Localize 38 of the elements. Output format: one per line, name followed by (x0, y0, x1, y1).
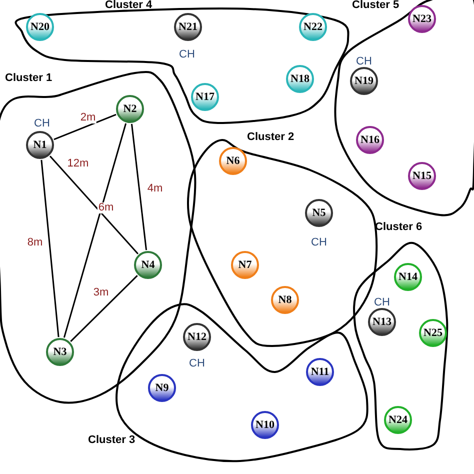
cluster-head-label: CH (374, 298, 390, 308)
node-label: N6 (226, 156, 240, 166)
node-label: N11 (310, 366, 330, 378)
cluster-label: Cluster 3 (88, 435, 136, 446)
node-label: N16 (360, 134, 380, 146)
link-line (40, 160, 60, 338)
edge-label: 3m (92, 288, 110, 298)
edge-label: 6m (97, 202, 115, 214)
node-label: N1 (33, 140, 47, 150)
node-label: N7 (238, 260, 252, 270)
node-label: N3 (53, 346, 67, 358)
node-label: N13 (372, 316, 392, 328)
node-label: N14 (398, 272, 418, 282)
node-label: N5 (312, 208, 326, 218)
link-line (49, 156, 139, 254)
cluster-label: Cluster 6 (375, 222, 422, 233)
cluster-head-label: CH (189, 358, 205, 370)
cluster-label: Cluster 5 (352, 0, 400, 11)
node-label: N12 (188, 332, 206, 342)
node-label: N9 (155, 382, 169, 394)
edge-label: 12m (66, 158, 90, 170)
edge-label: 4m (146, 184, 164, 194)
cluster-label: Cluster 2 (247, 132, 294, 143)
cluster-head-label: CH (356, 56, 372, 68)
cluster-head-label: CH (311, 238, 327, 248)
node-label: N8 (278, 294, 292, 306)
node-label: N23 (412, 14, 432, 24)
node-label: N15 (412, 170, 432, 182)
node-label: N25 (424, 328, 442, 338)
link-line (63, 123, 127, 338)
edge-label: 8m (26, 238, 44, 248)
node-label: N4 (141, 260, 155, 270)
node-label: N19 (354, 76, 374, 86)
link-line (70, 275, 138, 342)
cluster-outline (333, 0, 474, 219)
node-label: N10 (256, 420, 274, 430)
node-label: N24 (388, 414, 408, 426)
link-line (130, 124, 148, 250)
